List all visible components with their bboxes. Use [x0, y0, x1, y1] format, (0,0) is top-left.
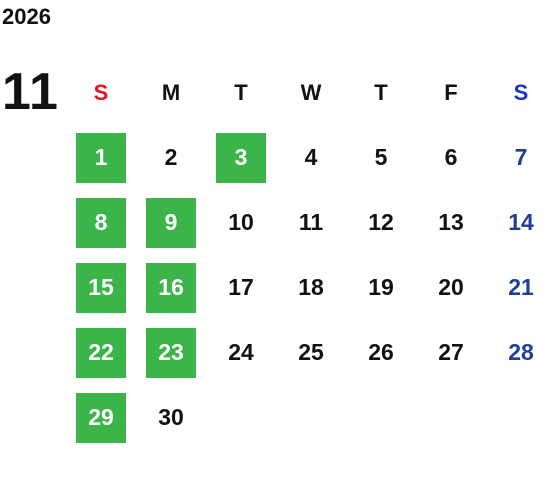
day-cell[interactable]: 23: [136, 320, 206, 385]
day-number: 7: [514, 144, 528, 170]
day-cell[interactable]: 11: [276, 190, 346, 255]
day-cell[interactable]: 21: [486, 255, 548, 320]
day-number: 20: [438, 274, 464, 300]
day-cell[interactable]: 29: [66, 385, 136, 450]
day-cell: [416, 385, 486, 450]
weekday-header: S: [93, 79, 109, 105]
day-cell[interactable]: 8: [66, 190, 136, 255]
day-cell[interactable]: 14: [486, 190, 548, 255]
day-cell: [486, 385, 548, 450]
weekday-header: T: [374, 79, 388, 105]
day-number: 30: [158, 404, 184, 430]
day-cell[interactable]: 20: [416, 255, 486, 320]
highlighted-day: 9: [146, 197, 196, 248]
day-cell[interactable]: 24: [206, 320, 276, 385]
day-number: 26: [368, 339, 394, 365]
day-cell[interactable]: 28: [486, 320, 548, 385]
day-cell: [346, 385, 416, 450]
day-number: 5: [374, 144, 388, 170]
day-number: 11: [298, 209, 324, 235]
day-number: 18: [298, 274, 324, 300]
day-cell[interactable]: 19: [346, 255, 416, 320]
day-cell[interactable]: 12: [346, 190, 416, 255]
day-number: 25: [298, 339, 324, 365]
highlighted-day: 15: [76, 262, 126, 313]
day-cell[interactable]: 30: [136, 385, 206, 450]
weekday-header: M: [161, 79, 181, 105]
day-cell[interactable]: 22: [66, 320, 136, 385]
day-number: 6: [444, 144, 458, 170]
day-cell[interactable]: 9: [136, 190, 206, 255]
highlighted-day: 3: [216, 132, 266, 183]
day-number: 28: [508, 339, 534, 365]
highlighted-day: 1: [76, 132, 126, 183]
day-cell[interactable]: 7: [486, 125, 548, 190]
day-cell[interactable]: 25: [276, 320, 346, 385]
day-cell[interactable]: 6: [416, 125, 486, 190]
day-number: 2: [164, 144, 178, 170]
day-number: 21: [508, 274, 534, 300]
day-cell[interactable]: 15: [66, 255, 136, 320]
day-number: 17: [228, 274, 254, 300]
day-cell[interactable]: 2: [136, 125, 206, 190]
day-cell[interactable]: 1: [66, 125, 136, 190]
highlighted-day: 8: [76, 197, 126, 248]
weekday-header: F: [444, 79, 458, 105]
day-cell[interactable]: 4: [276, 125, 346, 190]
day-cell[interactable]: 17: [206, 255, 276, 320]
day-number: 13: [438, 209, 464, 235]
weekday-header: W: [300, 79, 322, 105]
year-label: 2026: [2, 4, 51, 29]
day-cell[interactable]: 26: [346, 320, 416, 385]
day-cell[interactable]: 18: [276, 255, 346, 320]
day-number: 19: [368, 274, 394, 300]
weekday-header: T: [234, 79, 248, 105]
highlighted-day: 16: [146, 262, 196, 313]
day-cell[interactable]: 13: [416, 190, 486, 255]
day-cell[interactable]: 3: [206, 125, 276, 190]
day-cell[interactable]: 16: [136, 255, 206, 320]
day-number: 14: [508, 209, 534, 235]
day-number: 12: [368, 209, 394, 235]
day-cell[interactable]: 5: [346, 125, 416, 190]
day-number: 10: [228, 209, 254, 235]
highlighted-day: 22: [76, 327, 126, 378]
day-number: 4: [304, 144, 318, 170]
day-number: 24: [228, 339, 254, 365]
day-cell: [276, 385, 346, 450]
day-number: 27: [438, 339, 464, 365]
highlighted-day: 23: [146, 327, 196, 378]
month-number: 11: [2, 63, 59, 121]
day-cell: [206, 385, 276, 450]
highlighted-day: 29: [76, 392, 126, 443]
day-cell[interactable]: 27: [416, 320, 486, 385]
weekday-header: S: [513, 79, 529, 105]
day-cell[interactable]: 10: [206, 190, 276, 255]
